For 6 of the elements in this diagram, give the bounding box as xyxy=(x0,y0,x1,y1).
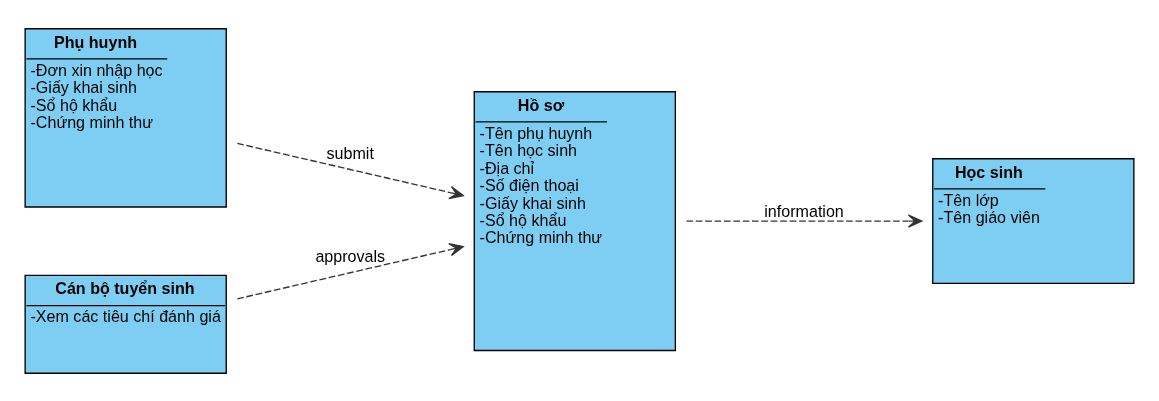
edge-label: information xyxy=(764,201,844,220)
arrow xyxy=(236,242,464,299)
edge-label: submit xyxy=(326,143,374,162)
edge-label: approvals xyxy=(315,246,386,265)
arrow xyxy=(236,142,464,199)
arrow xyxy=(685,213,923,228)
